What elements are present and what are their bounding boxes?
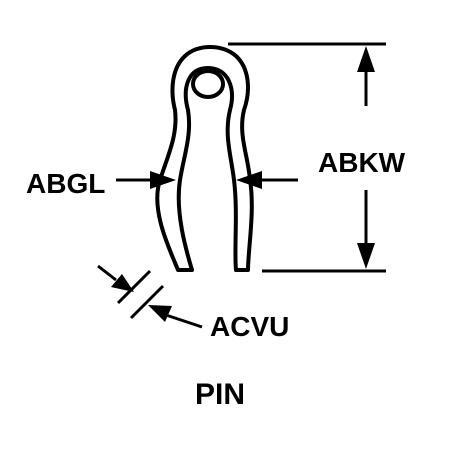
pin-outer-outline <box>155 45 254 272</box>
diameter-arrowhead-right <box>148 305 172 322</box>
diameter-arrowhead-left <box>111 274 134 292</box>
pin-eye <box>191 69 225 99</box>
length-arrowhead-up <box>357 46 375 72</box>
right-pointer-arrowhead <box>236 171 262 189</box>
pin-part <box>155 45 254 272</box>
width-pointers <box>116 171 298 189</box>
left-pointer-arrowhead <box>150 171 176 189</box>
diameter-arrow-right-line <box>165 313 203 329</box>
diameter-arrow-left-line <box>97 264 117 282</box>
diagram-title: PIN <box>195 378 245 411</box>
length-dimension <box>228 42 386 273</box>
diameter-extension-right <box>129 284 165 320</box>
label-acvu: ACVU <box>210 311 289 342</box>
diameter-dimension <box>97 264 203 329</box>
diameter-extension-left <box>116 269 152 305</box>
length-arrowhead-down <box>357 243 375 269</box>
label-abkw: ABKW <box>318 147 406 178</box>
label-abgl: ABGL <box>26 168 105 199</box>
